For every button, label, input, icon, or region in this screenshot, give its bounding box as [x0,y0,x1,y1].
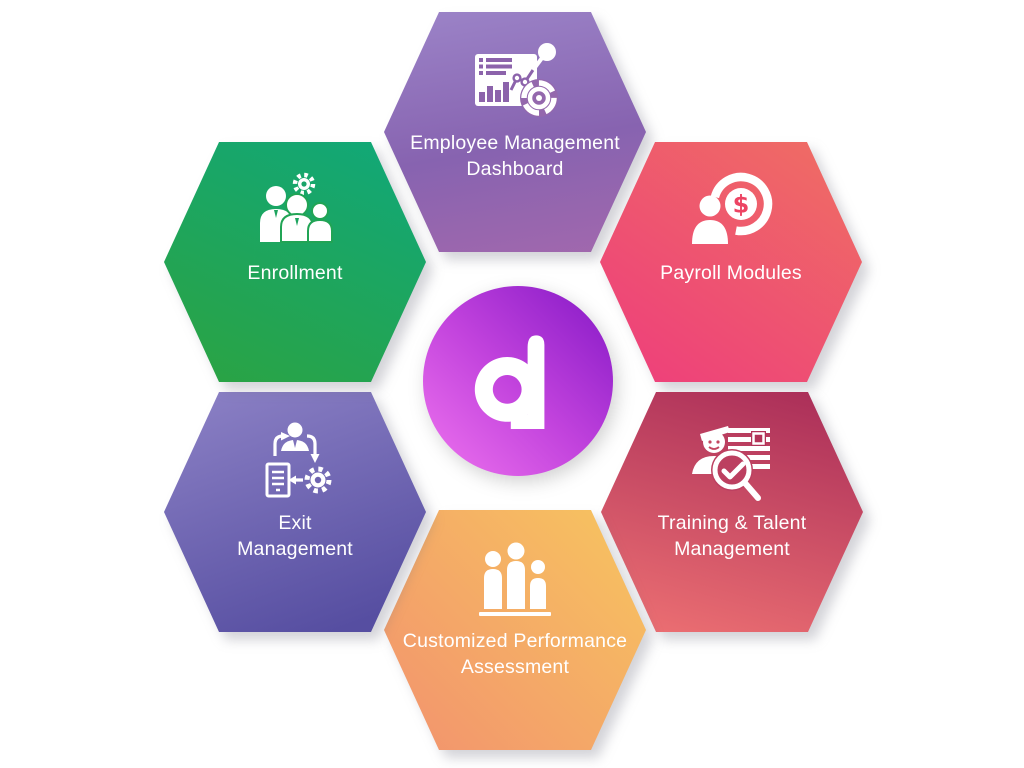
module-label: Training & Talent Management [658,510,807,562]
svg-text:$: $ [733,191,750,219]
module-label-line: Assessment [460,656,570,678]
module-label-line: Training & Talent [657,512,807,534]
center-logo-badge [423,286,613,476]
hexagon-employee-management-dashboard: Employee Management Dashboard [384,12,646,252]
hexagon-payroll-modules: $ Payroll Modules [600,142,862,382]
module-label-line: Dashboard [466,158,564,180]
talent-search-check-icon [692,426,770,501]
module-label-line: Enrollment [247,262,343,284]
exit-process-gear-icon [265,422,332,498]
hexagon-exit-management: Exit Management [164,392,426,632]
logo-letter-d [474,335,545,429]
module-label: Payroll Modules [660,260,802,286]
module-label-line: Management [237,538,353,560]
people-ranking-icon [479,542,551,616]
hexagon-enrollment: Enrollment [164,142,426,382]
hexagon-shape: Exit Management [164,392,426,632]
module-label-line: Management [674,538,790,560]
hexagon-shape: Training & Talent Management [601,392,863,632]
module-label: Enrollment [247,260,342,286]
hexagon-training-talent-management: Training & Talent Management [601,392,863,632]
module-label: Customized Performance Assessment [403,628,627,680]
hexagon-shape: $ Payroll Modules [600,142,862,382]
hexagon-customized-performance-assessment: Customized Performance Assessment [384,510,646,750]
module-label-line: Customized Performance [402,630,628,652]
hexagon-shape: Enrollment [164,142,426,382]
payroll-person-dollar-icon: $ [692,172,773,244]
module-label: Employee Management Dashboard [410,130,620,182]
module-label: Exit Management [237,510,353,562]
module-label-line: Employee Management [410,132,620,154]
dashboard-analytics-icon [475,43,558,117]
hexagon-shape: Employee Management Dashboard [384,12,646,252]
people-group-gear-icon [260,172,333,243]
module-label-line: Exit [278,512,312,534]
module-label-line: Payroll Modules [660,262,802,284]
hexagon-shape: Customized Performance Assessment [384,510,646,750]
